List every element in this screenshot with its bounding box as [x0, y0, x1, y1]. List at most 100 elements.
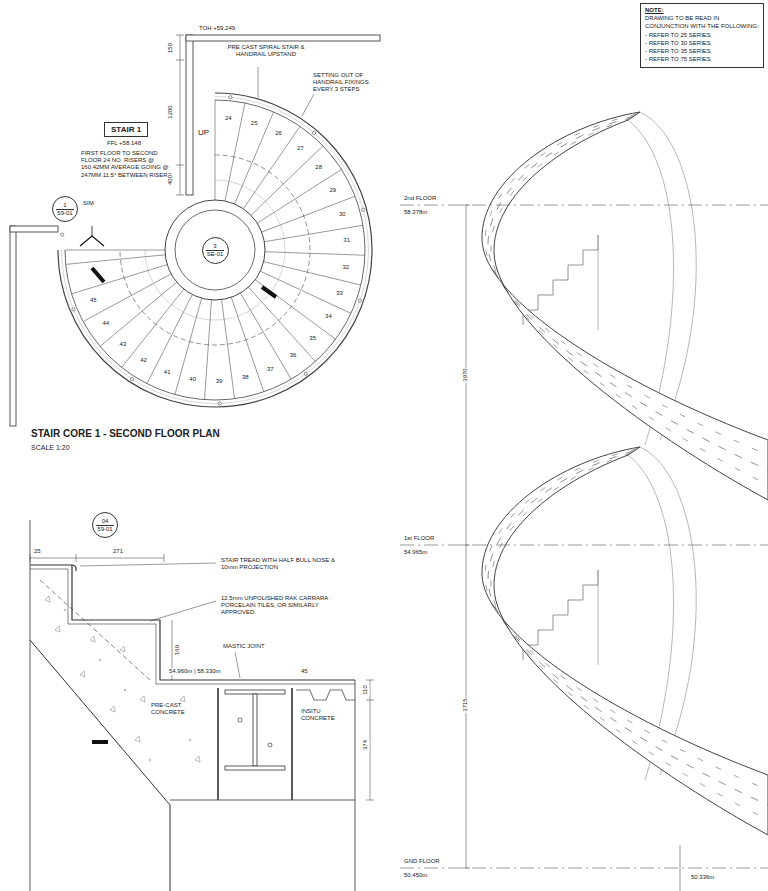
- dimension: 1200: [167, 104, 174, 119]
- tread-line: [65, 250, 165, 251]
- tread-line: [262, 196, 355, 232]
- handrail-fixing: [304, 372, 307, 375]
- plan-dimensions: [302, 94, 314, 116]
- section-marker: 159-01: [52, 196, 78, 222]
- elevation-back: [523, 235, 598, 325]
- note-text: - REFER TO 75 SERIES: [645, 56, 759, 64]
- note-text: - REFER TO 25 SERIES: [645, 32, 759, 40]
- section-marks: [80, 236, 104, 246]
- annotation: TOH +59.249: [198, 25, 236, 32]
- plan-dimensions: [176, 195, 184, 196]
- step-number: 45: [89, 297, 98, 304]
- dimension: 110: [362, 684, 369, 696]
- title-box: STAIR 1: [104, 122, 148, 137]
- step-number: 44: [102, 321, 111, 328]
- annotation: 12.5mm UNPOLISHED RAK CARRARA PORCELAIN …: [220, 595, 352, 617]
- handrail-fixing: [61, 233, 64, 236]
- helical-flight: [482, 112, 768, 500]
- concrete-hatch: [45, 596, 50, 602]
- handrail-fixing: [361, 208, 364, 211]
- annotation: SCALE 1:20: [30, 444, 71, 452]
- annotation: FFL +58.148: [106, 140, 142, 147]
- elevation-back: [523, 570, 598, 660]
- step-number: 33: [335, 290, 344, 297]
- heading: STAIR 1: [111, 125, 141, 134]
- stair-section: [268, 743, 272, 747]
- step-number: 32: [341, 264, 350, 271]
- stair-section: [30, 569, 355, 684]
- tread-line: [260, 271, 351, 313]
- concrete-hatch: [120, 646, 125, 652]
- helical-flight: [482, 447, 768, 835]
- concrete-hatch: [140, 696, 145, 702]
- marker-text: 59-01: [56, 209, 73, 217]
- tread-line: [83, 274, 171, 322]
- floor-levels: [462, 868, 470, 869]
- stair-section: [296, 690, 355, 700]
- stair-section: [253, 694, 257, 766]
- floor-levels: [400, 205, 768, 206]
- annotation: SETTING OUT OF HANDRAIL FIXINGS EVERY 3 …: [312, 72, 376, 94]
- plan-dimensions: [176, 165, 184, 166]
- step-number: 43: [119, 341, 128, 348]
- floor-levels: [400, 205, 768, 891]
- tread-line: [265, 252, 365, 255]
- stair-section: [235, 652, 240, 678]
- concrete-hatch: [45, 596, 200, 762]
- step-number: 29: [329, 187, 338, 194]
- elevation-back: [598, 570, 599, 665]
- handrail-fixing: [229, 96, 232, 99]
- tread-line: [235, 112, 274, 204]
- step-number: 26: [274, 131, 283, 138]
- section-marks: [92, 226, 93, 236]
- annotation: 25: [33, 548, 42, 555]
- tread-line: [122, 289, 184, 367]
- tread-line: [215, 100, 216, 200]
- annotation: 50.336m: [690, 874, 715, 881]
- floor-levels: [400, 545, 768, 546]
- concrete-hatch: [80, 671, 85, 677]
- tread-line: [231, 297, 264, 392]
- handrail-fixing: [130, 377, 133, 380]
- dimension: 400: [167, 174, 174, 186]
- helical-flight: [482, 112, 768, 500]
- helical-flight: [485, 114, 768, 455]
- helical-flight: [491, 453, 768, 820]
- plan-walls: [10, 226, 16, 426]
- stair-section: [30, 640, 170, 805]
- spiral-plan: [62, 97, 369, 404]
- note-text: - REFER TO 30 SERIES: [645, 40, 759, 48]
- concrete-hatch: [189, 739, 191, 741]
- stair-section: [30, 554, 31, 562]
- tread-lines: [61, 96, 365, 405]
- annotation: 50.450m: [403, 872, 428, 879]
- step-number: 42: [139, 357, 148, 364]
- step-number: 31: [342, 238, 351, 245]
- annotation: 2nd FLOOR: [403, 195, 437, 202]
- annotation: 271: [112, 548, 124, 555]
- annotation: 54.960m | 58.330m: [168, 668, 222, 675]
- annotation: 45: [300, 668, 309, 675]
- floor-levels: [680, 845, 681, 891]
- concrete-hatch: [55, 626, 60, 632]
- step-number: 37: [266, 366, 275, 373]
- concrete-hatch: [99, 659, 101, 661]
- tread-line: [147, 295, 192, 384]
- helical-flight: [491, 118, 768, 485]
- step-number: 24: [224, 115, 233, 122]
- annotation: 1st FLOOR: [403, 535, 435, 542]
- plan-walls: [10, 35, 380, 426]
- concrete-hatch: [110, 706, 115, 712]
- elevation-back: [598, 235, 599, 330]
- tread-line: [205, 300, 212, 400]
- helical-flight: [482, 447, 768, 835]
- plan-dimensions: [176, 60, 184, 61]
- spiral-plan: [65, 100, 365, 400]
- handrail-fixing: [72, 308, 75, 311]
- concrete-hatch: [195, 756, 200, 762]
- stair-section: [238, 718, 242, 722]
- drawing-title: STAIR CORE 1 - SECOND FLOOR PLAN: [30, 428, 221, 440]
- marker-text: 3: [212, 243, 217, 250]
- stair-section: [355, 680, 356, 891]
- tread-line: [255, 280, 335, 339]
